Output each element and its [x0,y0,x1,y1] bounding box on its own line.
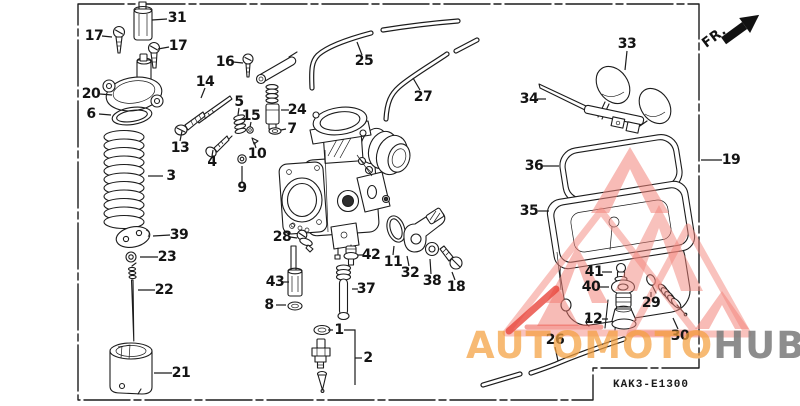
part-21-cup [109,342,153,395]
part-32-float-arm [403,207,446,253]
part-22-jet-needle [127,262,137,342]
part-43-needle-jet [287,245,303,297]
diagram-frame [77,3,700,401]
part-label-27: 27 [413,89,433,105]
part-label-18: 18 [446,279,466,295]
part-label-2: 2 [363,350,373,366]
part-label-41: 41 [584,264,604,280]
part-label-30: 30 [670,328,690,344]
part-label-26: 26 [545,332,565,348]
part-label-6: 6 [86,106,96,122]
part-label-21: 21 [171,365,191,381]
part-label-23: 23 [157,249,177,265]
part-31-tube [133,1,153,41]
part-38-nut [424,241,440,257]
part-42-bolt [343,245,359,266]
carburetor-body [278,106,411,260]
part-27-hose [383,37,480,122]
part-label-40: 40 [581,279,601,295]
part-label-35: 35 [519,203,539,219]
part-label-1: 1 [334,322,344,338]
part-label-15: 15 [241,108,261,124]
part-25-hose [309,18,461,91]
part-34-float-pin [538,83,587,111]
part-13-screw [174,111,206,136]
part-20-top-cap [102,53,164,112]
part-24-throttle-valve [255,51,298,130]
part-2-jet-set [311,338,331,393]
part-23-nut [125,251,137,263]
part-label-39: 39 [169,227,189,243]
diagram-code: KAK3-E1300 [612,379,689,391]
part-label-28: 28 [272,229,292,245]
part-4-jet [205,135,233,158]
part-label-43: 43 [265,274,285,290]
part-label-3: 3 [166,168,176,184]
part-label-20: 20 [81,86,101,102]
part-11-oring [386,215,406,243]
part-16-screw [242,53,254,78]
part-5-spring [233,114,247,134]
part-label-22: 22 [154,282,174,298]
part-label-19: 19 [721,152,741,168]
part-37-drain-screw [335,264,352,321]
part-7-oring [268,127,282,135]
part-label-17: 17 [168,38,188,54]
part-label-37: 37 [356,281,376,297]
leader-lines [98,18,722,385]
part-label-12: 12 [583,311,603,327]
part-label-5: 5 [234,94,244,110]
part-label-7: 7 [287,121,297,137]
part-label-8: 8 [264,297,274,313]
fr-arrow-icon [721,14,760,45]
part-label-17: 17 [84,28,104,44]
part-label-36: 36 [524,158,544,174]
part-6-oring [111,106,153,126]
part-label-25: 25 [354,53,374,69]
part-3-spring [103,129,145,230]
part-label-33: 33 [617,36,637,52]
part-17-screw-right [147,41,161,69]
part-label-29: 29 [641,295,661,311]
part-label-14: 14 [195,74,215,90]
part-label-31: 31 [167,10,187,26]
part-label-42: 42 [361,247,381,263]
part-18-screw [439,245,463,270]
part-label-38: 38 [422,273,442,289]
part-10-cone [251,137,259,145]
part-8-oring [287,301,303,311]
part-26-hose [480,336,627,388]
part-39-plate [115,226,151,248]
part-9-washer [237,154,247,164]
part-33-float [583,65,672,134]
part-28-bolt [296,229,314,253]
part-label-16: 16 [215,54,235,70]
part-label-10: 10 [247,146,267,162]
watermark-logo-triangles [502,147,752,338]
part-15-clip [246,126,254,134]
part-label-34: 34 [519,91,539,107]
part-label-24: 24 [287,102,307,118]
part-label-4: 4 [207,154,217,170]
part-17-screw-left [112,25,126,54]
part-label-11: 11 [383,254,403,270]
part-1-oring [313,324,331,336]
part-label-9: 9 [237,180,247,196]
part-label-13: 13 [170,140,190,156]
part-label-32: 32 [400,265,420,281]
